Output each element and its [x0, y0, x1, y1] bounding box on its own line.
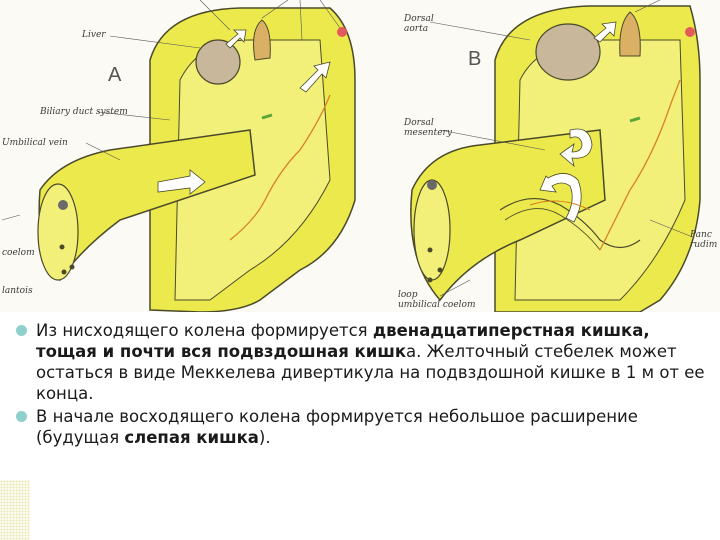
bullet-item-1: Из нисходящего колена формируется двенад…: [14, 320, 714, 404]
bullet-icon: [16, 325, 27, 336]
panel-b-letter: B: [468, 48, 482, 70]
label-right-line1: Panc: [690, 230, 712, 240]
label-umbilical-vein: Umbilical vein: [2, 138, 68, 148]
bullet-2-text-end: ).: [258, 428, 271, 447]
bullet-list: Из нисходящего колена формируется двенад…: [14, 320, 714, 450]
label-biliary-duct-system: Biliary duct system: [40, 107, 128, 117]
label-right-line2: rudim: [690, 240, 718, 250]
bullet-2-text-start: В начале восходящего колена формируется …: [36, 407, 638, 447]
bullet-2-bold: слепая кишка: [124, 428, 259, 447]
label-dorsal-mesentery-line1: Dorsal: [404, 118, 434, 128]
panel-a-letter: A: [108, 64, 122, 86]
label-dorsal-mesentery-line2: mesentery: [404, 128, 452, 138]
figure-drawing: [1, 0, 701, 312]
bullet-item-2: В начале восходящего колена формируется …: [14, 406, 714, 448]
bullet-1-text-end: а. Желточный стебелек может остаться в в…: [36, 342, 705, 403]
label-umbilical-coelom: umbilical coelom: [398, 300, 476, 310]
label-coelom: coelom: [2, 248, 35, 258]
label-liver: Liver: [82, 30, 106, 40]
panel-a-drawing: [1, 0, 356, 312]
decorative-dot-strip: [0, 480, 30, 540]
bullet-icon: [16, 411, 27, 422]
label-dorsal-aorta-line2: aorta: [404, 24, 429, 34]
embryology-figure: A B Liver Biliary duct system Umbilical …: [0, 0, 720, 312]
label-allantois: lantois: [2, 286, 33, 296]
bullet-1-bold: двенадцатиперстная кишка, тощая и почти …: [36, 321, 650, 361]
panel-b-drawing: [410, 0, 701, 312]
bullet-1-text-start: Из нисходящего колена формируется: [36, 321, 373, 340]
label-dorsal-aorta-line1: Dorsal: [404, 14, 434, 24]
label-loop: loop: [398, 290, 418, 300]
